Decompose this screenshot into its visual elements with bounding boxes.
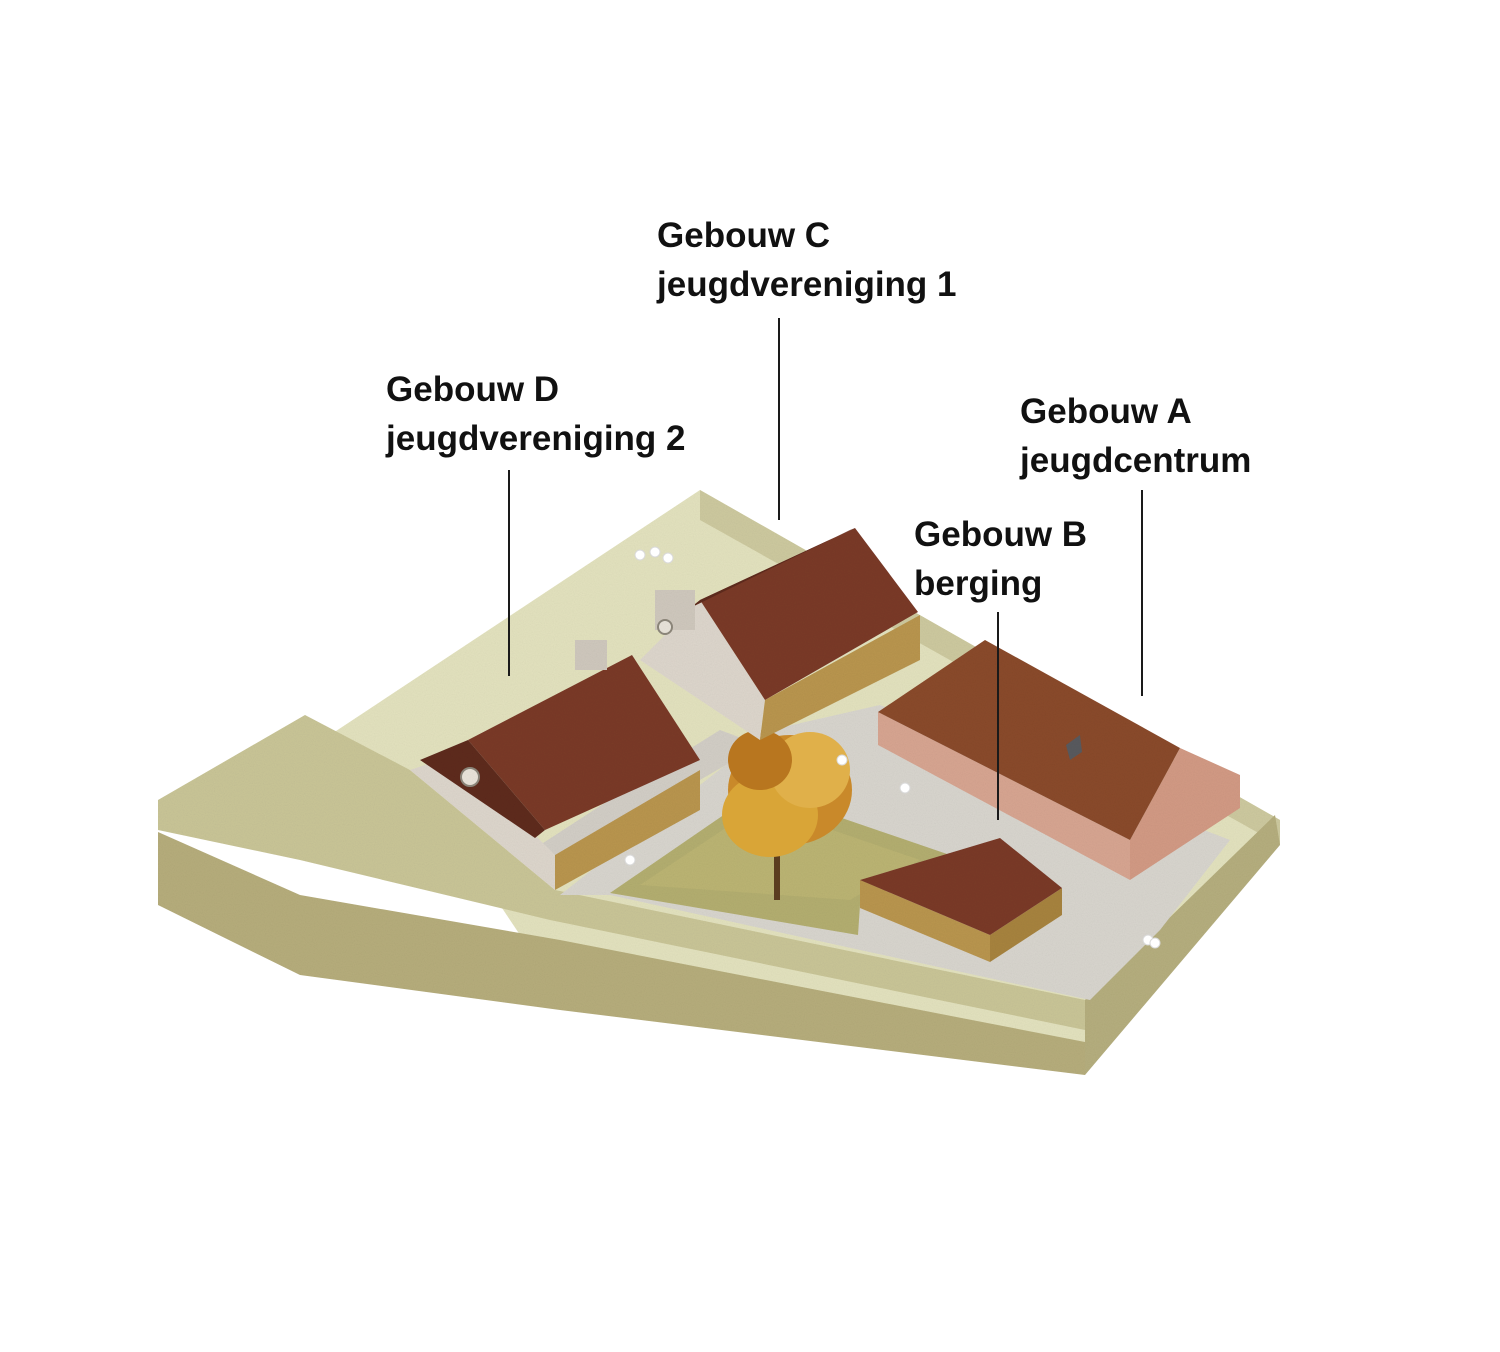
building-a-facade <box>878 712 1130 880</box>
building-d-facade <box>555 770 700 890</box>
right-bank <box>1085 815 1280 1075</box>
label-gebouw-d: Gebouw D jeugdvereniging 2 <box>386 365 686 463</box>
label-gebouw-d-title: Gebouw D <box>386 370 560 409</box>
front-bank-side <box>158 800 1085 1075</box>
building-d-gable <box>410 755 555 890</box>
label-gebouw-d-subtitle: jeugdvereniging 2 <box>386 419 686 458</box>
label-gebouw-a-subtitle: jeugdcentrum <box>1020 441 1252 480</box>
building-a <box>878 640 1240 880</box>
leader-line-gebouw-b <box>997 612 999 820</box>
building-d-window <box>460 767 480 787</box>
label-gebouw-a: Gebouw A jeugdcentrum <box>1020 387 1251 485</box>
label-gebouw-b-title: Gebouw B <box>914 515 1088 554</box>
building-c-window <box>657 619 673 635</box>
building-b-side <box>990 888 1062 962</box>
building-d-roof-front <box>468 655 700 830</box>
building-b-front <box>860 880 990 962</box>
label-gebouw-c-subtitle: jeugdvereniging 1 <box>657 265 957 304</box>
label-gebouw-c-title: Gebouw C <box>657 216 831 255</box>
building-d-chimney <box>575 640 607 670</box>
building-c <box>640 528 920 740</box>
building-c-roof-front <box>700 528 918 700</box>
label-gebouw-c: Gebouw C jeugdvereniging 1 <box>657 211 957 309</box>
people <box>624 546 1161 949</box>
leader-line-gebouw-a <box>1141 490 1143 696</box>
label-gebouw-b-subtitle: berging <box>914 564 1043 603</box>
building-c-gable <box>640 600 765 740</box>
building-a-skylight <box>1066 735 1082 760</box>
label-gebouw-a-title: Gebouw A <box>1020 392 1192 431</box>
building-d-roof-side <box>420 740 545 838</box>
leader-line-gebouw-d <box>508 470 510 676</box>
path-left <box>540 730 760 865</box>
building-c-facade <box>760 615 920 740</box>
label-gebouw-b: Gebouw B berging <box>914 510 1087 608</box>
building-b-roof <box>860 838 1062 935</box>
tree <box>722 730 852 900</box>
building-a-roof <box>878 640 1180 840</box>
building-b <box>860 838 1062 962</box>
front-bank-top <box>158 715 1085 1030</box>
building-d <box>410 640 700 890</box>
building-a-gable <box>1130 748 1240 880</box>
leader-line-gebouw-c <box>778 318 780 520</box>
